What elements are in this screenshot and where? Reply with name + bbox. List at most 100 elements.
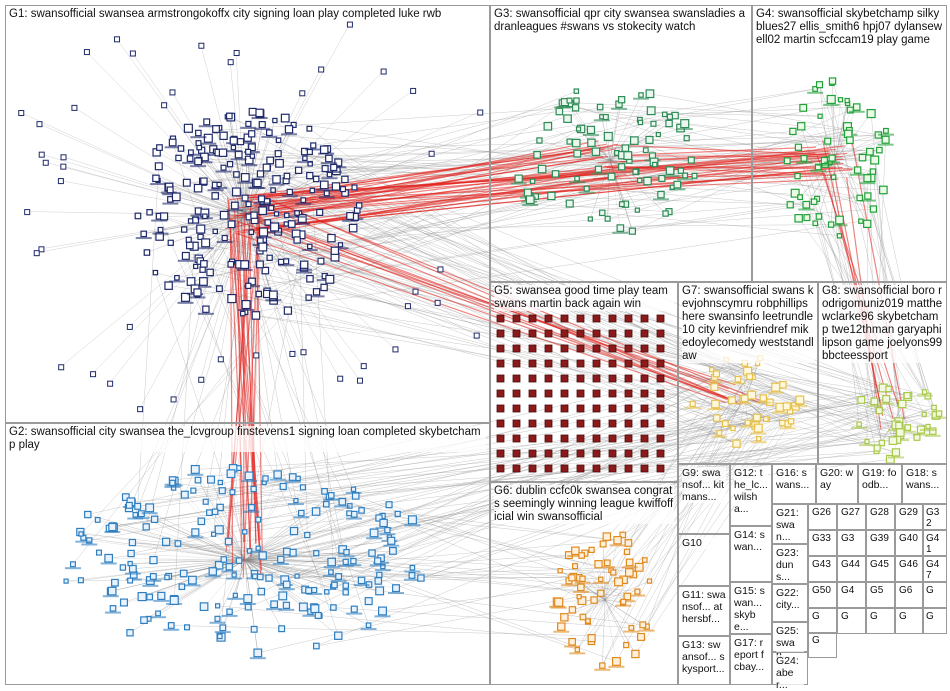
small-group-label: G47 bbox=[926, 559, 943, 581]
small-group-panel: G6 bbox=[895, 582, 924, 608]
group-label-g5: G5: swansea good time play team swans ma… bbox=[494, 285, 674, 311]
group-panel-g15: G15: swan... skybe... bbox=[730, 582, 772, 634]
group-panel-g23: G23: duns... bbox=[772, 544, 808, 584]
small-group-panel: G27 bbox=[837, 504, 866, 530]
small-group-panel: G29 bbox=[895, 504, 924, 530]
group-panel-g14: G14: swan... bbox=[730, 526, 772, 582]
group-panel-g17: G17: report fcbay... bbox=[730, 634, 772, 685]
group-panel-g9: G9: swansof... kitmans... bbox=[678, 464, 730, 534]
group-label-g10: G10 bbox=[682, 537, 726, 549]
small-group-label: G32 bbox=[926, 507, 943, 529]
small-group-panel: G28 bbox=[866, 504, 895, 530]
group-panel-g20: G20: way bbox=[816, 464, 858, 504]
group-label-g24: G24: aber... bbox=[776, 655, 804, 691]
group-label-g19: G19: foodb... bbox=[862, 467, 898, 491]
small-group-panel: G44 bbox=[837, 556, 866, 582]
group-panel-g2: G2: swansofficial city swansea the_lcvgr… bbox=[5, 423, 490, 685]
group-label-g22: G22: city... bbox=[776, 587, 804, 611]
small-group-panel: G41 bbox=[922, 530, 947, 556]
small-group-label: G6 bbox=[899, 585, 920, 596]
small-group-panel: G50 bbox=[808, 582, 837, 608]
group-panel-g19: G19: foodb... bbox=[858, 464, 902, 504]
small-group-panel: G bbox=[895, 608, 924, 634]
small-group-label: G bbox=[812, 635, 833, 646]
group-label-g12: G12: the_lc... wilsha... bbox=[734, 467, 768, 515]
group-panel-g4: G4: swansofficial skybetchamp silkyblues… bbox=[752, 5, 947, 282]
group-panel-g1: G1: swansofficial swansea armstrongokoff… bbox=[5, 5, 490, 423]
small-group-panel: G43 bbox=[808, 556, 837, 582]
group-panel-g16: G16: swans... bbox=[772, 464, 816, 504]
small-group-label: G44 bbox=[841, 559, 862, 570]
group-panel-g3: G3: swansofficial qpr city swansea swans… bbox=[490, 5, 752, 282]
group-label-g3: G3: swansofficial qpr city swansea swans… bbox=[494, 8, 748, 34]
group-panel-g18: G18: swans... bbox=[902, 464, 947, 504]
group-label-g9: G9: swansof... kitmans... bbox=[682, 467, 726, 503]
small-group-label: G26 bbox=[812, 507, 833, 518]
group-label-g4: G4: swansofficial skybetchamp silkyblues… bbox=[756, 8, 943, 47]
group-panel-g11: G11: swansof... athersbf... bbox=[678, 586, 730, 636]
group-label-g23: G23: duns... bbox=[776, 547, 804, 583]
small-group-label: G46 bbox=[899, 559, 920, 570]
group-label-g2: G2: swansofficial city swansea the_lcvgr… bbox=[9, 426, 486, 452]
small-group-label: G bbox=[926, 611, 943, 622]
group-label-g7: G7: swansofficial swans kevjohnscymru ro… bbox=[682, 285, 814, 363]
small-group-label: G bbox=[926, 585, 943, 596]
small-group-label: G50 bbox=[812, 585, 833, 596]
group-label-g6: G6: dublin ccfc0k swansea congrats seemi… bbox=[494, 485, 674, 524]
group-label-g8: G8: swansofficial boro rodrigomuniz019 m… bbox=[822, 285, 943, 363]
small-group-panel: G33 bbox=[808, 530, 837, 556]
small-group-label: G4 bbox=[841, 585, 862, 596]
small-group-panel: G3 bbox=[837, 530, 866, 556]
small-group-label: G bbox=[870, 611, 891, 622]
group-panel-g22: G22: city... bbox=[772, 584, 808, 622]
small-group-label: G5 bbox=[870, 585, 891, 596]
small-group-panel: G bbox=[922, 582, 947, 608]
small-group-label: G39 bbox=[870, 533, 891, 544]
small-group-label: G bbox=[841, 611, 862, 622]
small-group-label: G28 bbox=[870, 507, 891, 518]
small-group-panel: G45 bbox=[866, 556, 895, 582]
group-label-g15: G15: swan... skybe... bbox=[734, 585, 768, 633]
small-group-label: G3 bbox=[841, 533, 862, 544]
small-group-panel: G46 bbox=[895, 556, 924, 582]
group-panel-g6: G6: dublin ccfc0k swansea congrats seemi… bbox=[490, 482, 678, 685]
group-panel-g13: G13: swansof... skysport... bbox=[678, 636, 730, 685]
group-panel-g24: G24: aber... bbox=[772, 652, 808, 685]
small-group-label: G45 bbox=[870, 559, 891, 570]
small-group-panel: G26 bbox=[808, 504, 837, 530]
small-group-panel: G bbox=[922, 608, 947, 634]
small-group-panel: G5 bbox=[866, 582, 895, 608]
small-group-panel: G bbox=[808, 632, 837, 658]
small-group-label: G27 bbox=[841, 507, 862, 518]
group-label-g17: G17: report fcbay... bbox=[734, 637, 768, 673]
group-panel-g25: G25: swan... bbox=[772, 622, 808, 652]
group-panel-g21: G21: swan... bbox=[772, 504, 808, 544]
group-panel-g10: G10 bbox=[678, 534, 730, 586]
group-panel-g12: G12: the_lc... wilsha... bbox=[730, 464, 772, 526]
small-group-panel: G bbox=[808, 608, 837, 634]
group-panel-g7: G7: swansofficial swans kevjohnscymru ro… bbox=[678, 282, 818, 464]
group-panel-g8: G8: swansofficial boro rodrigomuniz019 m… bbox=[818, 282, 947, 464]
small-group-panel: G39 bbox=[866, 530, 895, 556]
small-group-label: G43 bbox=[812, 559, 833, 570]
small-group-panel: G32 bbox=[922, 504, 947, 530]
group-label-g16: G16: swans... bbox=[776, 467, 812, 491]
small-group-label: G41 bbox=[926, 533, 943, 555]
group-label-g11: G11: swansof... athersbf... bbox=[682, 589, 726, 625]
group-label-g14: G14: swan... bbox=[734, 529, 768, 553]
group-label-g18: G18: swans... bbox=[906, 467, 943, 491]
small-group-label: G bbox=[899, 611, 920, 622]
small-group-panel: G47 bbox=[922, 556, 947, 582]
group-label-g13: G13: swansof... skysport... bbox=[682, 639, 726, 675]
group-label-g20: G20: way bbox=[820, 467, 854, 491]
group-label-g1: G1: swansofficial swansea armstrongokoff… bbox=[9, 8, 486, 21]
small-group-label: G40 bbox=[899, 533, 920, 544]
small-group-label: G bbox=[812, 611, 833, 622]
small-group-panel: G4 bbox=[837, 582, 866, 608]
small-group-panel: G40 bbox=[895, 530, 924, 556]
small-group-label: G29 bbox=[899, 507, 920, 518]
group-panel-g5: G5: swansea good time play team swans ma… bbox=[490, 282, 678, 482]
small-group-panel: G bbox=[866, 608, 895, 634]
group-label-g21: G21: swan... bbox=[776, 507, 804, 543]
small-group-panel: G bbox=[837, 608, 866, 634]
